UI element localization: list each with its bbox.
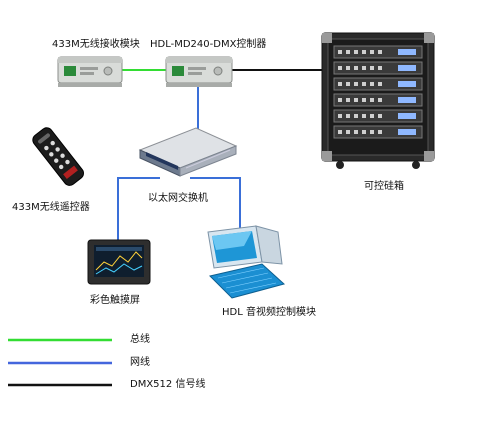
network-line-touchscreen	[117, 177, 160, 240]
remote-control	[32, 127, 85, 186]
controller-label: HDL-MD240-DMX控制器	[150, 39, 267, 50]
receiver-label: 433M无线接收模块	[52, 39, 140, 50]
switch-label: 以太网交换机	[148, 193, 208, 204]
touchscreen-label: 彩色触摸屏	[90, 295, 140, 306]
av-module-label: HDL 音视频控制模块	[222, 307, 316, 318]
legend-network-label: 网线	[130, 357, 150, 368]
color-touchscreen	[87, 239, 151, 285]
ethernet-switch	[138, 127, 238, 177]
remote-label: 433M无线遥控器	[12, 202, 90, 213]
cabinet-label: 可控硅箱	[364, 181, 404, 192]
controller-module	[165, 56, 233, 87]
network-line-av	[190, 177, 241, 228]
legend-bus-label: 总线	[130, 334, 150, 345]
av-control-module	[207, 225, 286, 299]
receiver-module	[57, 56, 123, 87]
dimmer-cabinet	[321, 32, 435, 169]
legend-dmx-label: DMX512 信号线	[130, 379, 206, 390]
